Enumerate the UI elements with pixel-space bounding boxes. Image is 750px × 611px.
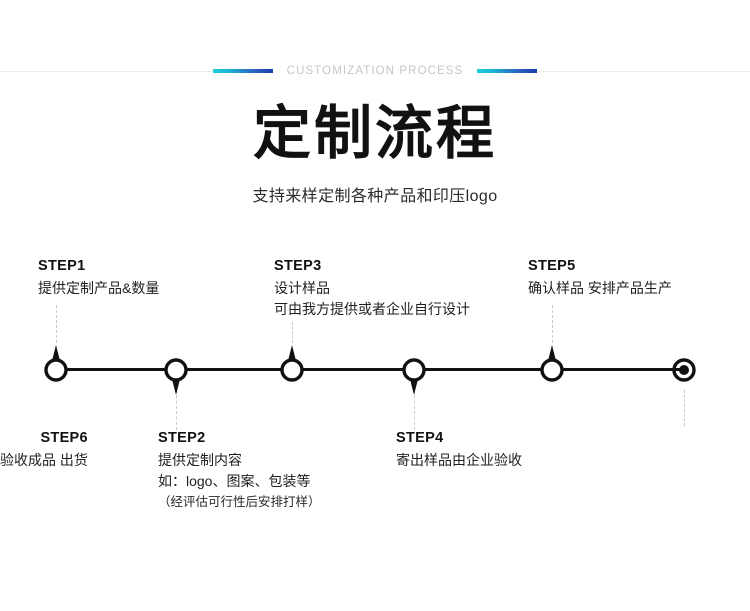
ring-node-icon [277, 343, 307, 385]
step-title-step6: STEP6 [40, 430, 88, 446]
eyebrow-header: CUSTOMIZATION PROCESS [0, 60, 750, 82]
timeline-marker-step3[interactable] [277, 343, 307, 385]
process-timeline: STEP1 提供定制产品&数量 STEP2 提供定制内容如：logo、图案、包装等 （经… [0, 250, 750, 530]
timeline-step-step2: STEP2 提供定制内容如：logo、图案、包装等 （经评估可行性后安排打样） [158, 430, 321, 512]
ring-node-icon [399, 355, 429, 397]
step-title-step3: STEP3 [274, 258, 322, 274]
step-desc-step6-1: 验收成品 出货 [0, 452, 88, 468]
eyebrow-accent-bar-right [477, 69, 538, 73]
eyebrow-rule-left [0, 70, 213, 72]
ring-node-icon [161, 355, 191, 397]
timeline-step-step5: STEP5 确认样品 安排产品生产 [528, 258, 672, 299]
timeline-marker-step2[interactable] [161, 355, 191, 397]
timeline-axis [56, 368, 684, 371]
eyebrow-accent-bar-left [212, 69, 273, 73]
timeline-leader-step2 [176, 390, 177, 430]
eyebrow-label: CUSTOMIZATION PROCESS [286, 65, 464, 77]
step-desc-step5-1: 确认样品 安排产品生产 [528, 280, 672, 296]
page-subtitle: 支持来样定制各种产品和印压logo [252, 188, 498, 205]
step-title-step4: STEP4 [396, 430, 444, 446]
timeline-step-step1: STEP1 提供定制产品&数量 [38, 258, 159, 299]
step-desc-step1-1: 提供定制产品&数量 [38, 280, 160, 296]
step-desc-step2-2: 如：logo、图案、包装等 [158, 473, 311, 490]
step-desc-step3-1: 设计样品 [274, 280, 330, 296]
timeline-marker-step5[interactable] [537, 343, 567, 385]
timeline-leader-step3 [292, 322, 293, 343]
timeline-leader-step1 [56, 305, 57, 343]
timeline-step-step3: STEP3 设计样品可由我方提供或者企业自行设计 [274, 258, 470, 321]
timeline-marker-step1[interactable] [41, 343, 71, 385]
step-title-step2: STEP2 [158, 430, 206, 446]
step-desc-step4-1: 寄出样品由企业验收 [396, 452, 522, 468]
ring-node-icon [41, 343, 71, 385]
step-desc-step2-1: 提供定制内容 [158, 452, 242, 468]
bullseye-node-icon [669, 355, 699, 385]
step-desc-step3-2: 可由我方提供或者企业自行设计 [274, 301, 470, 318]
step-title-step1: STEP1 [38, 258, 86, 274]
timeline-marker-step4[interactable] [399, 355, 429, 397]
eyebrow-rule-right [537, 70, 750, 72]
timeline-leader-step4 [414, 390, 415, 430]
timeline-leader-step6 [684, 390, 685, 426]
step-title-step5: STEP5 [528, 258, 576, 274]
timeline-leader-step5 [552, 305, 553, 343]
step-desc-step2-3: （经评估可行性后安排打样） [158, 494, 321, 509]
timeline-marker-step6[interactable] [669, 355, 699, 385]
timeline-step-step4: STEP4 寄出样品由企业验收 [396, 430, 522, 471]
timeline-step-step6: STEP6 验收成品 出货 [0, 430, 88, 471]
page-title: 定制流程 [252, 99, 497, 167]
ring-node-icon [537, 343, 567, 385]
